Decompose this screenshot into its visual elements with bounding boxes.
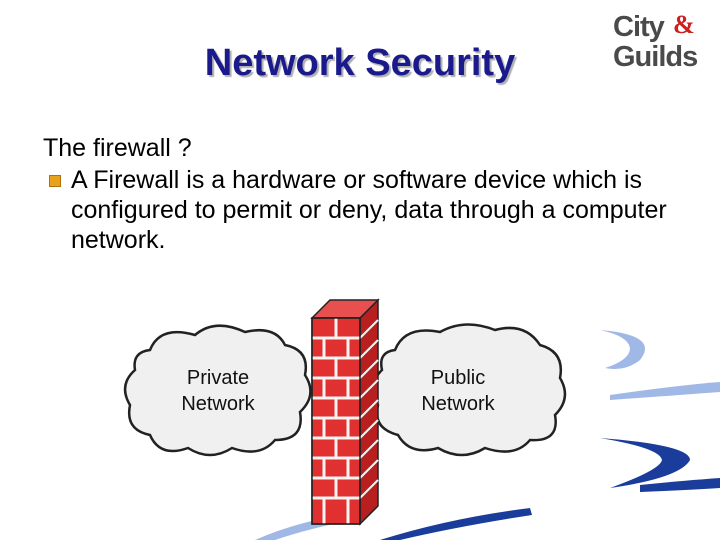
firewall-brick-wall-icon [310,298,380,526]
city-and-guilds-logo: City & Guilds [607,10,707,82]
bullet-item: A Firewall is a hardware or software dev… [43,165,693,255]
bullet-marker-icon [49,175,61,187]
public-network-label-line1: Public [431,367,485,389]
bullet-text: A Firewall is a hardware or software dev… [71,166,667,254]
decorative-swooshes [255,330,720,540]
private-network-cloud: Private Network [123,324,312,457]
slide-body: The firewall ? A Firewall is a hardware … [43,133,693,255]
private-network-label-line1: Private [187,367,249,389]
logo-text-city: City [613,11,665,43]
question-heading: The firewall ? [43,134,192,162]
public-network-cloud: Public Network [371,323,567,457]
slide-title: Network Security [0,42,720,85]
logo-ampersand: & [673,10,695,39]
slide-title-text: Network Security [204,42,516,84]
public-network-label-line2: Network [421,393,495,415]
firewall-diagram: Private Network Public Network [123,298,720,540]
private-network-label-line2: Network [181,393,255,415]
logo-text-guilds: Guilds [613,41,698,73]
